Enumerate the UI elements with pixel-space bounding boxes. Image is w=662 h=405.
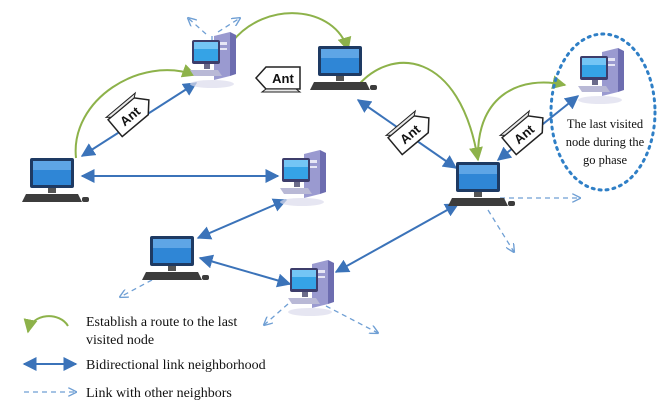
last-node-label-line2: node during the bbox=[566, 135, 645, 149]
route-arc-2 bbox=[231, 12, 352, 52]
last-node-label-line3: go phase bbox=[583, 153, 628, 167]
desktop-computer-icon bbox=[22, 158, 89, 202]
ant-packet-1: Ant bbox=[105, 88, 157, 138]
link-f bbox=[198, 254, 292, 288]
tower-computer-icon bbox=[280, 150, 326, 206]
legend-route-line2: visited node bbox=[86, 333, 154, 348]
route-arc-3 bbox=[355, 61, 483, 162]
route-arc-4 bbox=[477, 75, 567, 156]
legend-route-line1: Establish a route to the last bbox=[86, 315, 237, 330]
tower-computer-icon bbox=[190, 32, 236, 88]
last-visited-node-circle bbox=[549, 32, 657, 192]
legend-route-arc bbox=[23, 315, 69, 334]
ant-packet-3: Ant bbox=[385, 106, 437, 156]
link-g bbox=[334, 203, 460, 273]
nodes bbox=[22, 32, 624, 316]
desktop-computer-icon bbox=[142, 236, 209, 280]
link-e bbox=[196, 198, 288, 240]
desktop-computer-icon bbox=[448, 162, 515, 206]
last-node-label-line1: The last visited bbox=[567, 117, 644, 131]
legend-bidirectional-text: Bidirectional link neighborhood bbox=[86, 358, 266, 373]
ant-packet-4: Ant bbox=[499, 106, 551, 156]
ant-packet-2-label: Ant bbox=[272, 71, 294, 86]
tower-computer-icon bbox=[578, 48, 624, 104]
desktop-computer-icon bbox=[310, 46, 377, 90]
legend-other-text: Link with other neighbors bbox=[86, 386, 232, 401]
legend: Establish a route to the last visited no… bbox=[22, 315, 266, 401]
tower-computer-icon bbox=[288, 260, 334, 316]
